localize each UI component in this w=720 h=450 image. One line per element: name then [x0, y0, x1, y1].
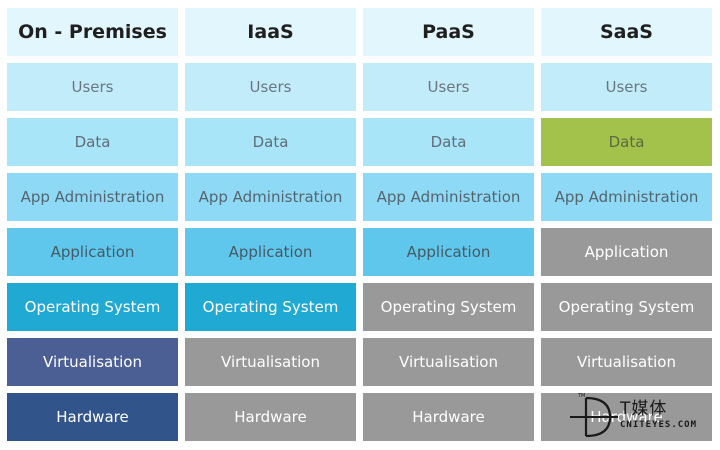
iaas-application-cell: Application [185, 228, 356, 276]
iaas-app-administration-cell: App Administration [185, 173, 356, 221]
watermark-chinese-text: T媒体 [620, 399, 668, 419]
paas-app-administration-cell: App Administration [363, 173, 534, 221]
on-premises-virtualisation-cell: Virtualisation [7, 338, 178, 386]
paas-operating-system-cell: Operating System [363, 283, 534, 331]
saas-users-cell: Users [541, 63, 712, 111]
cloud-service-models-diagram: On - Premises IaaS PaaS SaaS Users Users… [7, 8, 713, 445]
on-premises-users-cell: Users [7, 63, 178, 111]
paas-virtualisation-cell: Virtualisation [363, 338, 534, 386]
saas-application-cell: Application [541, 228, 712, 276]
iaas-operating-system-cell: Operating System [185, 283, 356, 331]
paas-application-cell: Application [363, 228, 534, 276]
saas-operating-system-cell: Operating System [541, 283, 712, 331]
saas-data-cell: Data [541, 118, 712, 166]
header-iaas: IaaS [185, 8, 356, 56]
on-premises-app-administration-cell: App Administration [7, 173, 178, 221]
paas-users-cell: Users [363, 63, 534, 111]
paas-data-cell: Data [363, 118, 534, 166]
watermark: TM T媒体 CNITEYES.COM [568, 392, 716, 442]
header-saas: SaaS [541, 8, 712, 56]
tmt-logo-icon: TM [570, 393, 618, 438]
header-paas: PaaS [363, 8, 534, 56]
saas-app-administration-cell: App Administration [541, 173, 712, 221]
watermark-english-text: CNITEYES.COM [620, 420, 698, 430]
on-premises-hardware-cell: Hardware [7, 393, 178, 441]
iaas-users-cell: Users [185, 63, 356, 111]
saas-hardware-cell: Hardware [541, 393, 712, 441]
paas-hardware-cell: Hardware [363, 393, 534, 441]
svg-text:TM: TM [577, 393, 585, 399]
iaas-hardware-cell: Hardware [185, 393, 356, 441]
on-premises-operating-system-cell: Operating System [7, 283, 178, 331]
saas-virtualisation-cell: Virtualisation [541, 338, 712, 386]
iaas-virtualisation-cell: Virtualisation [185, 338, 356, 386]
on-premises-application-cell: Application [7, 228, 178, 276]
on-premises-data-cell: Data [7, 118, 178, 166]
header-on-premises: On - Premises [7, 8, 178, 56]
iaas-data-cell: Data [185, 118, 356, 166]
